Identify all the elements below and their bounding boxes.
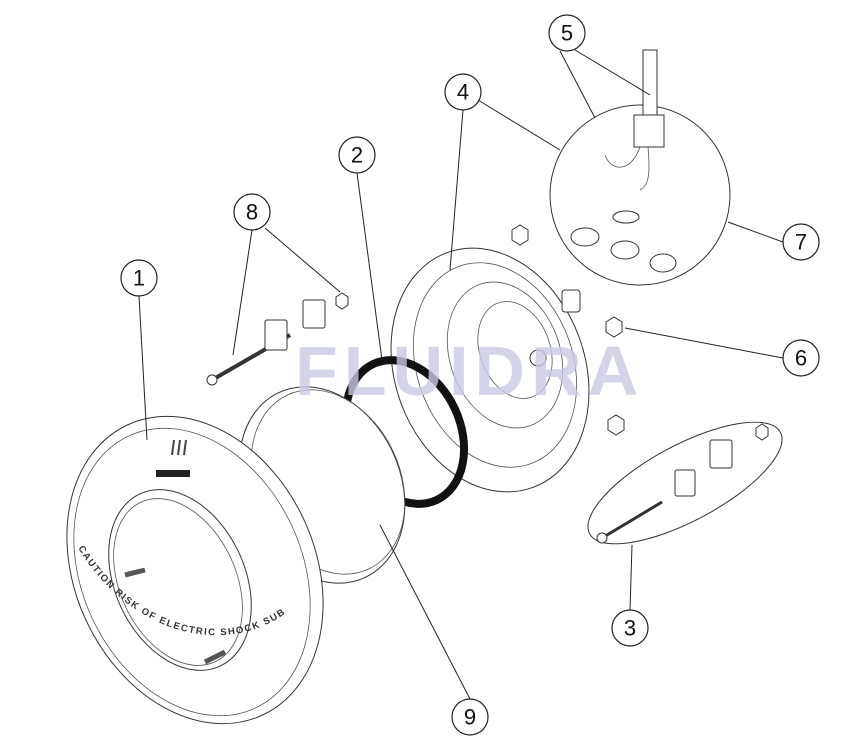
part-housing xyxy=(390,247,590,493)
svg-text:6: 6 xyxy=(795,346,807,371)
part-kit-3 xyxy=(587,421,783,545)
callout-5: 5 xyxy=(548,14,586,52)
callout-8: 8 xyxy=(233,193,271,231)
callout-6: 6 xyxy=(782,339,820,377)
svg-text:3: 3 xyxy=(624,616,636,641)
leader-lines xyxy=(138,49,784,700)
part-cable-kit xyxy=(549,49,731,286)
callout-2: 2 xyxy=(338,136,376,174)
svg-text:7: 7 xyxy=(795,230,807,255)
callout-7: 7 xyxy=(782,223,820,261)
svg-text:4: 4 xyxy=(457,80,469,105)
part-front-ring: CAUTION RISK OF ELECTRIC SHOCK SUBMERGE … xyxy=(0,0,324,725)
callout-3: 3 xyxy=(611,609,649,647)
vent-slots xyxy=(171,439,187,456)
label-plate xyxy=(156,470,190,477)
svg-text:2: 2 xyxy=(351,143,363,168)
svg-text:8: 8 xyxy=(246,200,258,225)
callout-9: 9 xyxy=(451,698,489,736)
svg-text:1: 1 xyxy=(133,266,145,291)
part-screw-clamp xyxy=(206,292,349,386)
callout-4: 4 xyxy=(444,73,482,111)
part-nuts xyxy=(511,224,625,436)
svg-text:9: 9 xyxy=(464,705,476,730)
callout-1: 1 xyxy=(120,259,158,297)
svg-text:5: 5 xyxy=(561,21,573,46)
